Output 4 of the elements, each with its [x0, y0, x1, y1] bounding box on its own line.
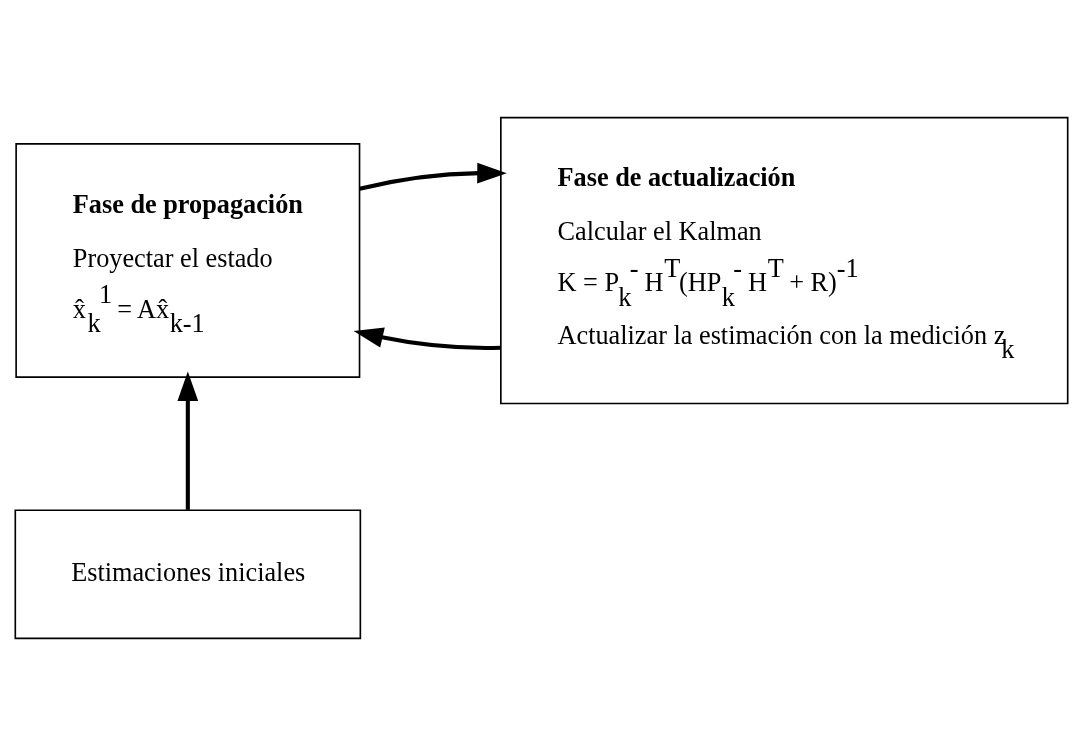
arrow: [353, 326, 501, 350]
arrow: [177, 370, 199, 510]
node-box: Estimaciones iniciales: [14, 508, 362, 639]
arrow: [359, 162, 507, 191]
